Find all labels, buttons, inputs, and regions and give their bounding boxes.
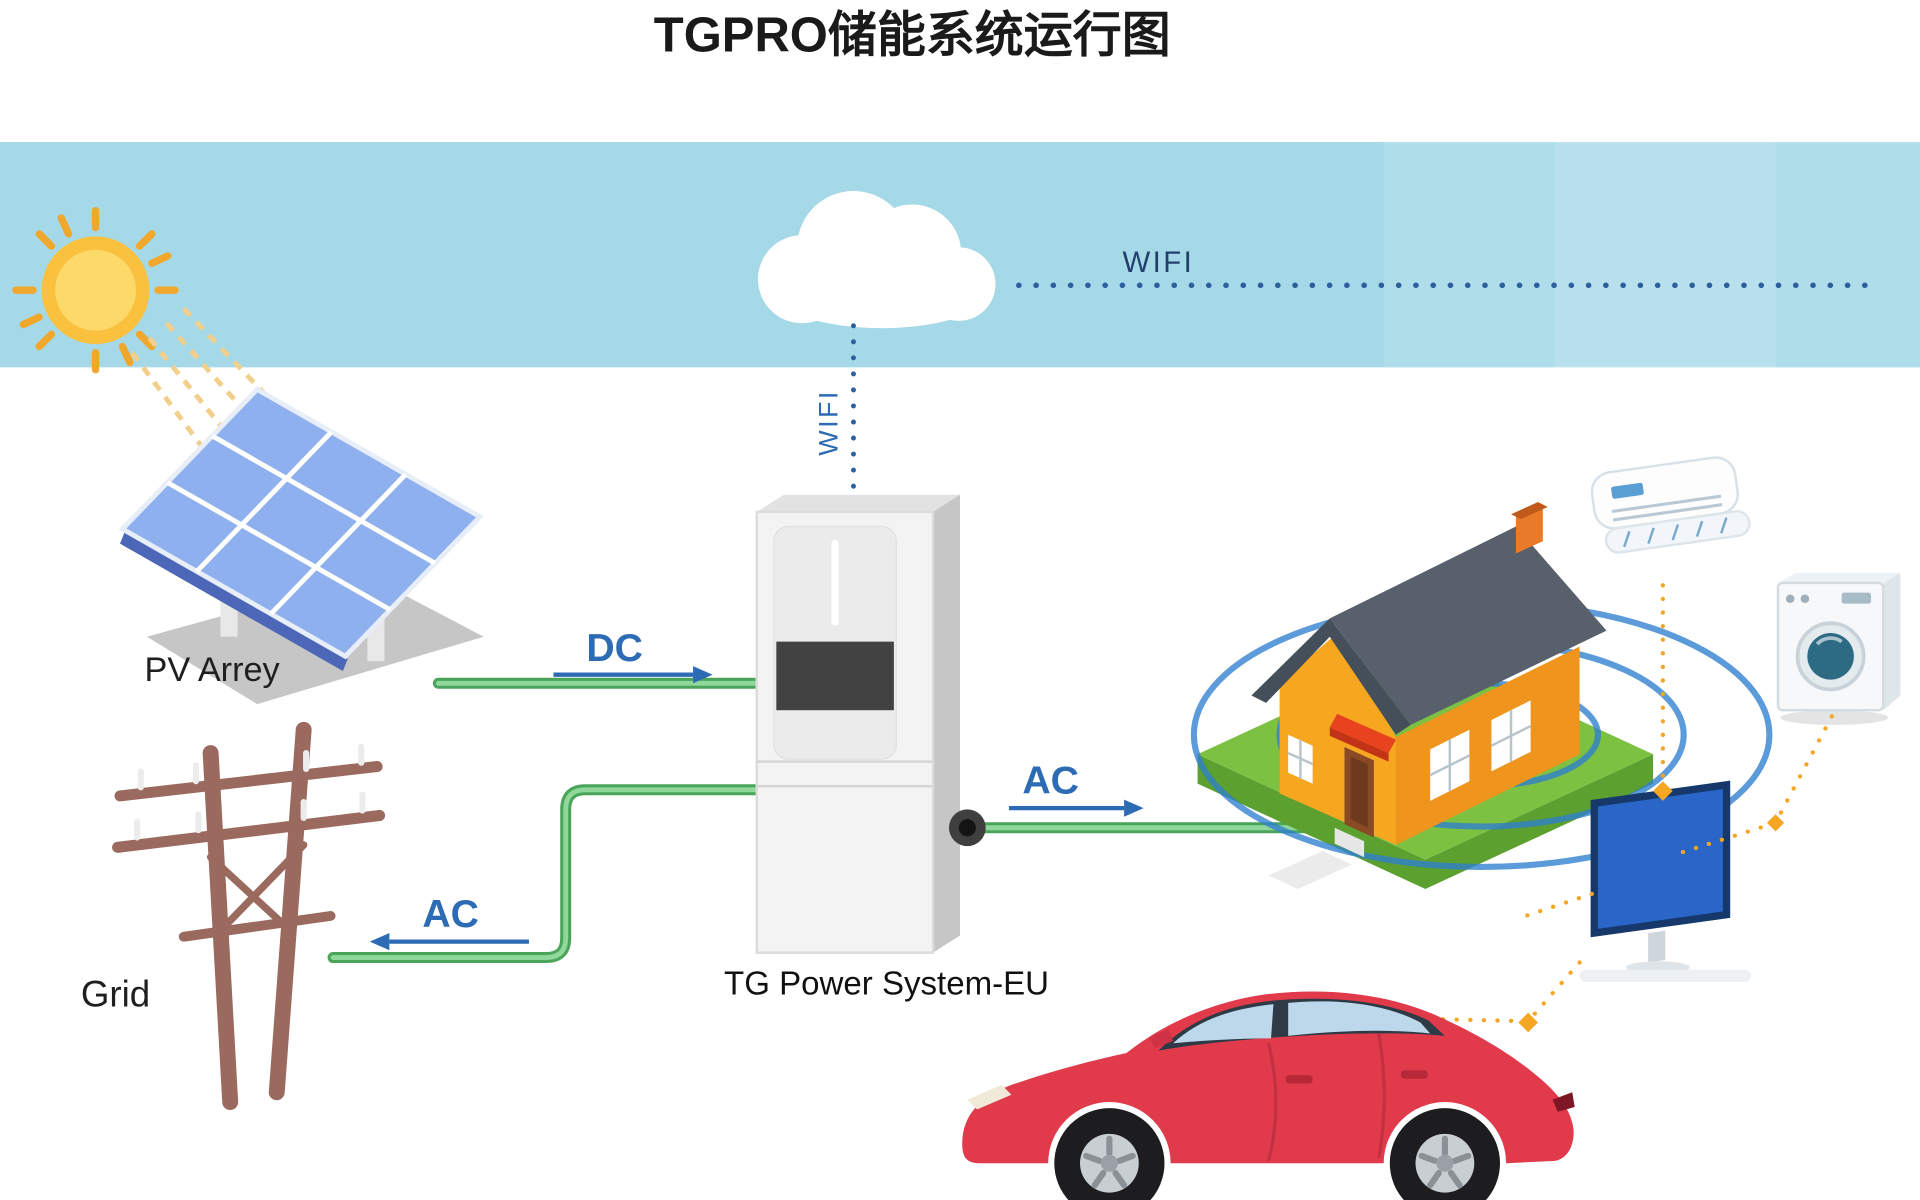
taillight: [1552, 1092, 1575, 1112]
inverter-unit: [755, 494, 986, 954]
wifi-label-vertical: WIFI: [814, 389, 844, 456]
house-icon: [1251, 502, 1607, 889]
solar-panel-icon: [118, 386, 484, 705]
walkway: [1268, 851, 1352, 889]
awning: [1329, 713, 1396, 754]
ac-grid-label: AC: [422, 893, 479, 936]
dc-arrow-head: [693, 666, 713, 684]
sky-fade-1: [1383, 142, 1556, 368]
ac-grid-line: [330, 787, 760, 960]
dc-label: DC: [586, 627, 643, 670]
air-conditioner-icon: [1590, 456, 1751, 554]
door-step: [1334, 827, 1365, 858]
sky-fade-2: [1555, 142, 1776, 368]
sky-fade-3: [1775, 142, 1920, 368]
page-title: TGPRO储能系统运行图: [654, 8, 1171, 62]
ac-house-flow-annotation: AC: [1008, 759, 1144, 817]
ac-grid-flow-annotation: AC: [369, 893, 529, 951]
sun-icon: [12, 206, 179, 374]
car-body: [962, 991, 1574, 1164]
car-icon: [962, 991, 1575, 1200]
house-windows: [1287, 700, 1532, 801]
ac-house-arrow-head: [1124, 799, 1144, 817]
headlight: [967, 1084, 1012, 1110]
rear-wheel: [1389, 1108, 1500, 1200]
ac-house-label: AC: [1022, 759, 1079, 802]
connection-nodes: [1518, 781, 1785, 1033]
inverter-display: [776, 641, 894, 711]
wifi-label-horizontal: WIFI: [1122, 246, 1194, 279]
tv-icon: [1579, 780, 1752, 983]
washing-machine-icon: [1776, 573, 1901, 725]
roof-fascia: [1251, 618, 1411, 735]
grid-label: Grid: [81, 974, 150, 1015]
tv-screen: [1590, 780, 1731, 938]
tv-console: [1579, 969, 1752, 983]
power-pole-icon: [112, 721, 386, 1110]
side-wall: [1395, 646, 1580, 845]
ac-grid-arrow-head: [369, 933, 390, 951]
dc-flow-annotation: DC: [553, 627, 713, 684]
side-mirror: [1148, 1028, 1174, 1049]
pv-label: PV Arrey: [144, 651, 280, 689]
inverter-label: TG Power System-EU: [724, 965, 1049, 1002]
roof-slope: [1329, 526, 1607, 725]
cloud-icon: [757, 191, 996, 329]
front-wheel: [1054, 1108, 1165, 1200]
